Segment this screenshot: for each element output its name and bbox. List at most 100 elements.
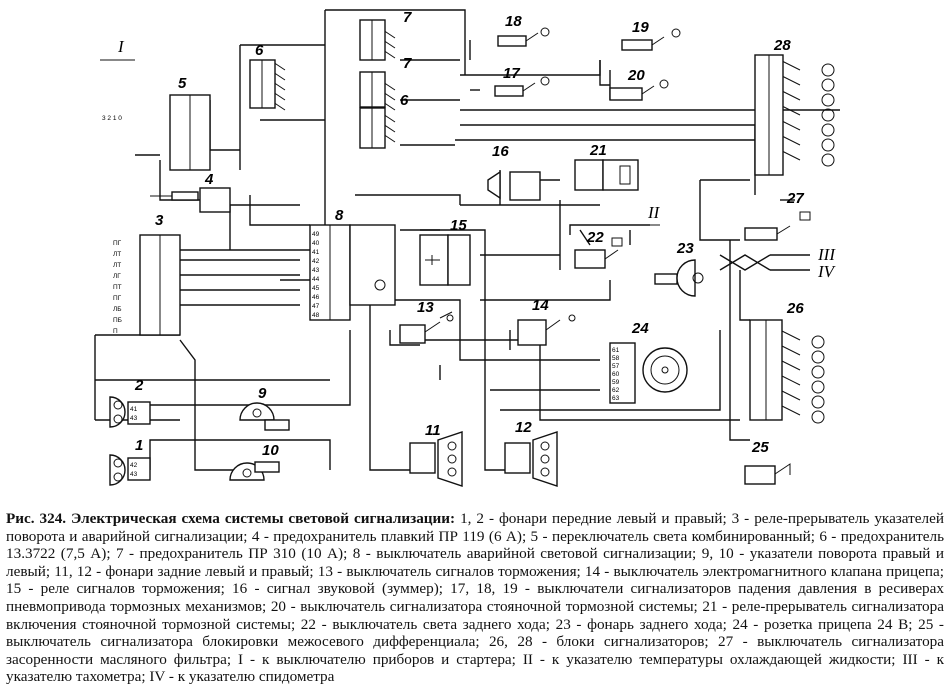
label-18: 18 [505, 13, 522, 30]
connector-II: II [647, 203, 661, 222]
label-7-top: 7 [403, 9, 412, 26]
label-12: 12 [515, 419, 532, 436]
label-8: 8 [335, 207, 344, 224]
label-28: 28 [773, 37, 791, 54]
pressure-switch-19 [621, 28, 681, 51]
switch-positions: 3 2 1 0 [102, 115, 122, 122]
pin-label: 58 [612, 355, 620, 362]
pin-label: ЛБ [113, 306, 122, 313]
hazard-switch: 49 40 41 42 43 44 45 46 47 48 [309, 224, 396, 321]
label-25: 25 [751, 439, 769, 456]
relay-pin-labels: ПГ ЛТ ЛТ ЛГ ПТ ПГ ЛБ ПБ П [113, 240, 122, 335]
svg-text:43: 43 [130, 415, 138, 422]
label-6-left: 6 [255, 42, 264, 59]
component-numbers: 1 2 3 4 5 6 6 7 7 8 9 10 11 12 13 14 15 … [134, 9, 804, 459]
pressure-switch-18 [497, 27, 550, 47]
svg-text:41: 41 [130, 406, 138, 413]
pressure-switch-17 [494, 76, 550, 97]
label-11: 11 [425, 422, 441, 439]
diff-lock-switch [744, 463, 791, 485]
trailer-socket: 61 58 57 60 59 62 63 [609, 342, 688, 404]
fuse-block-7-top [359, 19, 386, 61]
pin-label: ПТ [113, 284, 122, 291]
pin-label: ПГ [113, 240, 122, 247]
pin-label: 41 [312, 249, 320, 256]
oil-filter-switch [744, 211, 811, 241]
caption-title: Рис. 324. Электрическая схема системы св… [6, 510, 456, 527]
pin-label: 60 [612, 371, 620, 378]
relay-interrupter: ПГ ЛТ ЛТ ЛГ ПТ ПГ ЛБ ПБ П [113, 234, 181, 336]
buzzer [487, 170, 541, 201]
pin-label: 47 [312, 303, 320, 310]
label-9: 9 [258, 385, 267, 402]
label-14: 14 [532, 297, 549, 314]
connector-labels: I II III IV [100, 37, 837, 281]
fuse-block-6-right [359, 107, 386, 149]
indicator-block-28 [754, 54, 835, 176]
pin-label: 59 [612, 379, 620, 386]
combined-light-switch: 3 2 1 0 [102, 94, 211, 171]
connector-I: I [117, 37, 125, 56]
fuse-block-7-mid [359, 71, 386, 108]
pin-label: 49 [312, 231, 320, 238]
label-20: 20 [627, 67, 645, 84]
pin-label: 43 [312, 267, 320, 274]
brake-signal-relay [419, 234, 471, 286]
brake-signal-switch [399, 311, 454, 344]
label-19: 19 [632, 19, 649, 36]
pin-label: 40 [312, 240, 320, 247]
reverse-lamp [654, 259, 704, 297]
pin-label: П [113, 328, 118, 335]
turn-indicator-left [229, 461, 280, 481]
svg-text:43: 43 [130, 471, 138, 478]
label-21: 21 [589, 142, 607, 159]
label-24: 24 [631, 320, 649, 337]
label-16: 16 [492, 143, 509, 160]
pin-label: 61 [612, 347, 620, 354]
pin-label: ЛТ [113, 251, 121, 258]
label-5: 5 [178, 75, 187, 92]
turn-indicator-right [239, 402, 290, 431]
fuse-block-6-left [249, 59, 276, 109]
label-6-right: 6 [400, 92, 409, 109]
label-27: 27 [786, 190, 804, 207]
rear-lamp-left [409, 431, 463, 487]
pin-label: 48 [312, 312, 320, 319]
trailer-valve-switch [517, 314, 576, 346]
pin-label: 45 [312, 285, 320, 292]
label-2: 2 [134, 377, 144, 394]
pin-label: ПБ [113, 317, 122, 324]
parking-brake-switch [609, 79, 669, 101]
pin-label: 62 [612, 387, 620, 394]
pin-label: 57 [612, 363, 620, 370]
pin-label: 44 [312, 276, 320, 283]
svg-text:42: 42 [130, 462, 138, 469]
label-7-mid: 7 [403, 55, 412, 72]
pin-label: ЛТ [113, 262, 121, 269]
indicator-block-26 [749, 319, 825, 424]
wiring-harness [94, 9, 840, 471]
pin-label: 46 [312, 294, 320, 301]
label-15: 15 [450, 217, 467, 234]
fuse-pr119 [150, 187, 231, 213]
figure-caption: Рис. 324. Электрическая схема системы св… [6, 510, 944, 686]
caption-body: 1, 2 - фонари передние левый и правый; 3… [6, 510, 944, 686]
label-13: 13 [417, 299, 434, 316]
label-4: 4 [204, 171, 214, 188]
label-10: 10 [262, 442, 279, 459]
label-22: 22 [586, 229, 604, 246]
label-1: 1 [135, 437, 143, 454]
label-17: 17 [503, 65, 520, 82]
reverse-light-switch [574, 237, 623, 269]
label-23: 23 [676, 240, 694, 257]
label-3: 3 [155, 212, 164, 229]
rear-lamp-right [504, 431, 558, 487]
label-26: 26 [786, 300, 804, 317]
pin-label: 42 [312, 258, 320, 265]
pin-label: ЛГ [113, 273, 121, 280]
parking-brake-relay [574, 159, 639, 191]
pin-label: ПГ [113, 295, 122, 302]
